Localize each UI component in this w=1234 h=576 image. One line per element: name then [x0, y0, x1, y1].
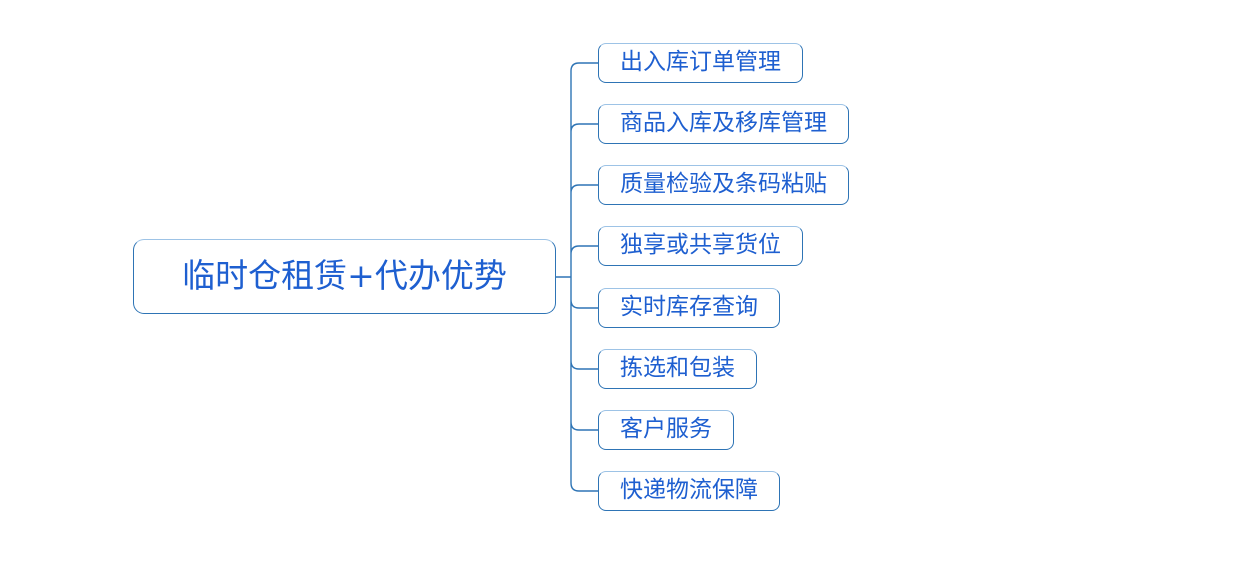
child-node-customer-service[interactable]: 客户服务: [598, 410, 734, 450]
child-node-exclusive-shared-slots[interactable]: 独享或共享货位: [598, 226, 803, 266]
child-node-quality-barcode[interactable]: 质量检验及条码粘贴: [598, 165, 849, 205]
child-node-express-logistics[interactable]: 快递物流保障: [598, 471, 780, 511]
root-node-label: 临时仓租赁+代办优势: [182, 256, 507, 295]
child-node-inbound-move-management[interactable]: 商品入库及移库管理: [598, 104, 849, 144]
child-node-realtime-inventory[interactable]: 实时库存查询: [598, 288, 780, 328]
root-node[interactable]: 临时仓租赁+代办优势: [133, 239, 556, 314]
child-node-order-management[interactable]: 出入库订单管理: [598, 43, 803, 83]
child-node-picking-packing[interactable]: 拣选和包装: [598, 349, 757, 389]
